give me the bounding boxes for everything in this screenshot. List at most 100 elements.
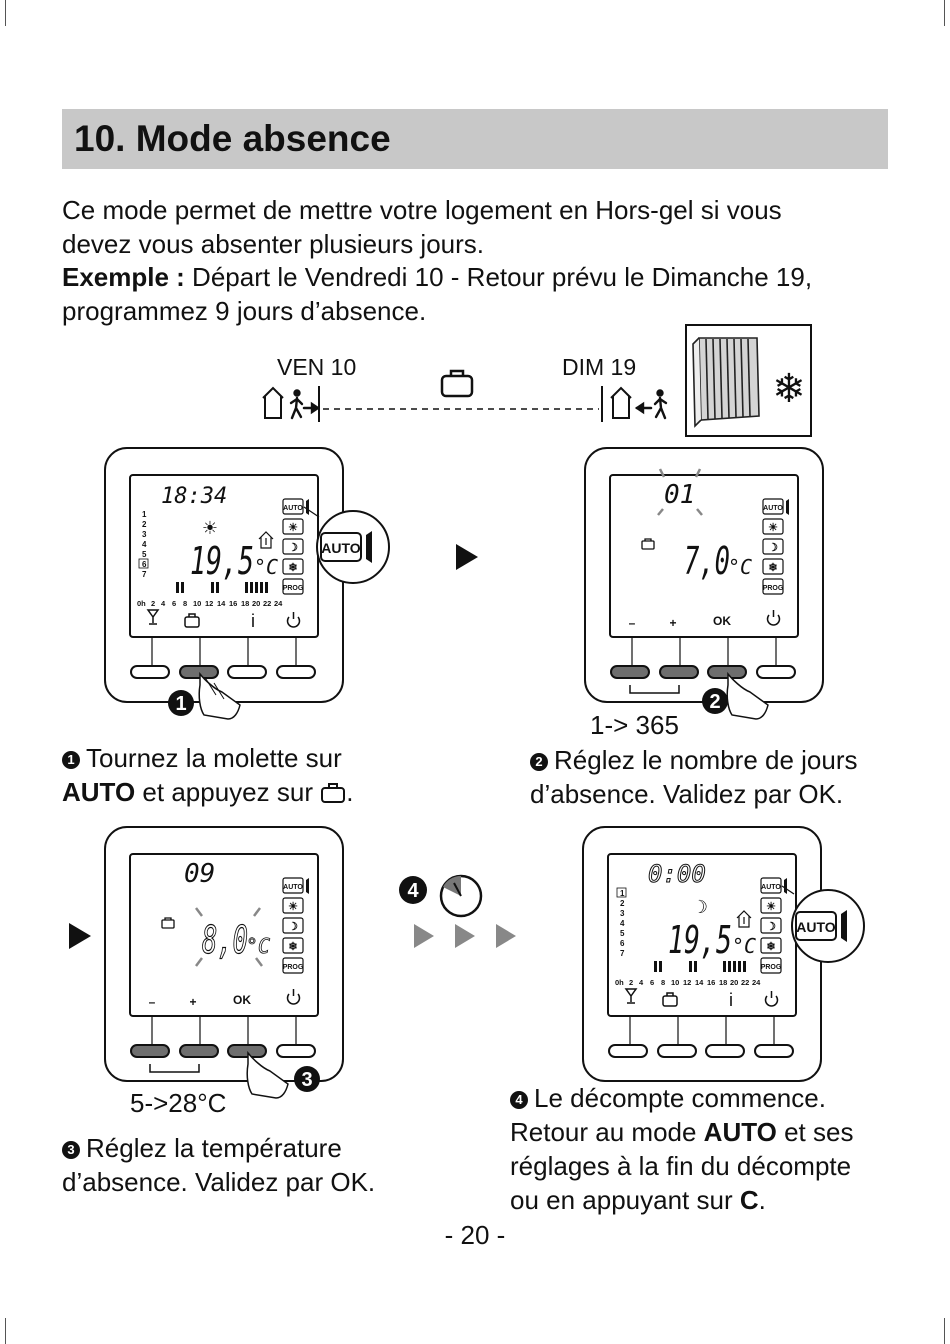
info-key: i [251, 611, 255, 631]
svg-text:16: 16 [707, 978, 715, 987]
thermostat-device-3: 09 8,0 °C AUTO ☀ ☽ ❄ PROG – + OK 3 [104, 826, 344, 1099]
temperature-display: 19,5 [190, 539, 254, 583]
temperature-unit: °C [732, 934, 756, 958]
antifreeze-glass-icon [146, 609, 160, 625]
play-arrow [496, 924, 516, 948]
hour-axis: 0h 2 4 6 8 10 12 14 16 18 20 22 24 [615, 978, 761, 987]
step-badge-1 [168, 690, 194, 716]
days-display: 01 [664, 480, 695, 510]
crop-mark [944, 1318, 945, 1344]
hw-button-2 [179, 665, 219, 679]
intro-paragraph: Ce mode permet de mettre votre logement … [62, 195, 813, 326]
svg-text:❄: ❄ [766, 941, 775, 953]
absence-temp-display: 8,0 [202, 918, 248, 962]
hw-button-3 [705, 1044, 745, 1058]
svg-text:8: 8 [183, 599, 187, 608]
countdown-display: 0:00 [648, 860, 706, 888]
svg-text:+: + [189, 995, 196, 1009]
pressing-hand-icon [246, 1050, 289, 1099]
hw-button-3 [227, 665, 267, 679]
auto-zoom-circle [791, 889, 865, 963]
svg-text:1: 1 [142, 510, 147, 519]
svg-text:22: 22 [741, 978, 749, 987]
svg-text:☀: ☀ [288, 901, 298, 913]
svg-text:20: 20 [730, 978, 738, 987]
suitcase-icon [440, 369, 474, 398]
softkey-labels: – + OK [149, 989, 301, 1009]
svg-text:2: 2 [709, 691, 720, 713]
suitcase-key-icon [184, 613, 200, 628]
svg-text:OK: OK [713, 614, 731, 628]
next-arrow [456, 544, 478, 570]
temperature-display: 19,5 [668, 918, 732, 962]
svg-text:3: 3 [142, 530, 147, 539]
frost-protection-illustration: ❄ [685, 324, 812, 437]
auto-zoom-label: AUTO [321, 540, 361, 556]
crop-mark [5, 0, 6, 26]
timeline-diagram [262, 369, 668, 422]
suitcase-icon [321, 783, 346, 803]
svg-text:4: 4 [639, 978, 644, 987]
clock-display: 18:34 [161, 484, 227, 509]
svg-text:❄: ❄ [288, 562, 297, 574]
timeline-start-label: VEN 10 [277, 354, 357, 380]
timer-icon [439, 874, 483, 918]
thermostat-device-1: 18:34 1 2 3 4 5 6 7 ☀ 19,5 °C 0h 2 4 6 8… [104, 447, 390, 720]
day-list: 1 2 3 4 5 6 7 [616, 887, 627, 958]
mode-column: AUTO ☀ ☽ ❄ PROG [760, 877, 787, 974]
svg-text:2: 2 [142, 520, 147, 529]
thermometer-home-icon [258, 531, 274, 549]
hw-button-plus [659, 665, 699, 679]
hw-button-ok [707, 665, 747, 679]
svg-text:4: 4 [407, 880, 419, 902]
svg-text:12: 12 [683, 978, 691, 987]
house-leave-icon [262, 386, 284, 419]
svg-text:1: 1 [620, 889, 625, 898]
hw-button-4 [276, 665, 316, 679]
suitcase-key-icon [662, 992, 678, 1007]
svg-text:AUTO: AUTO [283, 505, 303, 512]
auto-zoom-circle [316, 510, 390, 584]
suitcase-indicator [161, 917, 175, 929]
suitcase-indicator [641, 538, 655, 550]
button-guides [629, 1016, 775, 1044]
program-bars [654, 961, 746, 972]
page-title: 10. Mode absence [74, 118, 391, 159]
svg-text:☽: ☽ [288, 921, 298, 933]
button-guides [151, 637, 297, 665]
crop-mark [944, 0, 945, 26]
thermostat-device-2: 01 7,0 °C AUTO ☀ ☽ ❄ PROG – + OK 2 [584, 447, 824, 720]
svg-text:0h: 0h [615, 978, 624, 987]
radiator-icon [692, 337, 760, 428]
hw-button-minus [610, 665, 650, 679]
step-arrow [69, 923, 91, 949]
hw-button-1 [608, 1044, 648, 1058]
hw-button-4 [754, 1044, 794, 1058]
bracket [629, 685, 680, 694]
svg-text:AUTO: AUTO [283, 884, 303, 891]
thermostat-device-4: 0:00 1 2 3 4 5 6 7 ☽ 19,5 °C 0h 2 4 6 8 … [582, 826, 865, 1082]
person-leaving-icon [289, 389, 321, 420]
softkey-labels: – + OK [629, 610, 781, 630]
svg-text:2: 2 [620, 899, 625, 908]
timeline-end-label: DIM 19 [562, 354, 637, 380]
svg-text:–: – [629, 616, 636, 630]
step-badge-2 [702, 688, 728, 714]
svg-text:4: 4 [161, 599, 166, 608]
svg-text:10: 10 [193, 599, 201, 608]
page-number: - 20 - [444, 1220, 506, 1250]
softkey-labels: i [624, 988, 779, 1010]
days-range-label: 1-> 365 [590, 710, 679, 740]
play-arrow [455, 924, 475, 948]
svg-text:12: 12 [205, 599, 213, 608]
svg-text:7: 7 [620, 949, 625, 958]
person-arriving-icon [634, 389, 668, 420]
svg-text:❄: ❄ [288, 941, 297, 953]
svg-text:24: 24 [752, 978, 761, 987]
svg-text:PROG: PROG [283, 585, 304, 592]
program-bars [176, 582, 268, 593]
svg-text:OK: OK [233, 993, 251, 1007]
hw-button-1 [130, 665, 170, 679]
